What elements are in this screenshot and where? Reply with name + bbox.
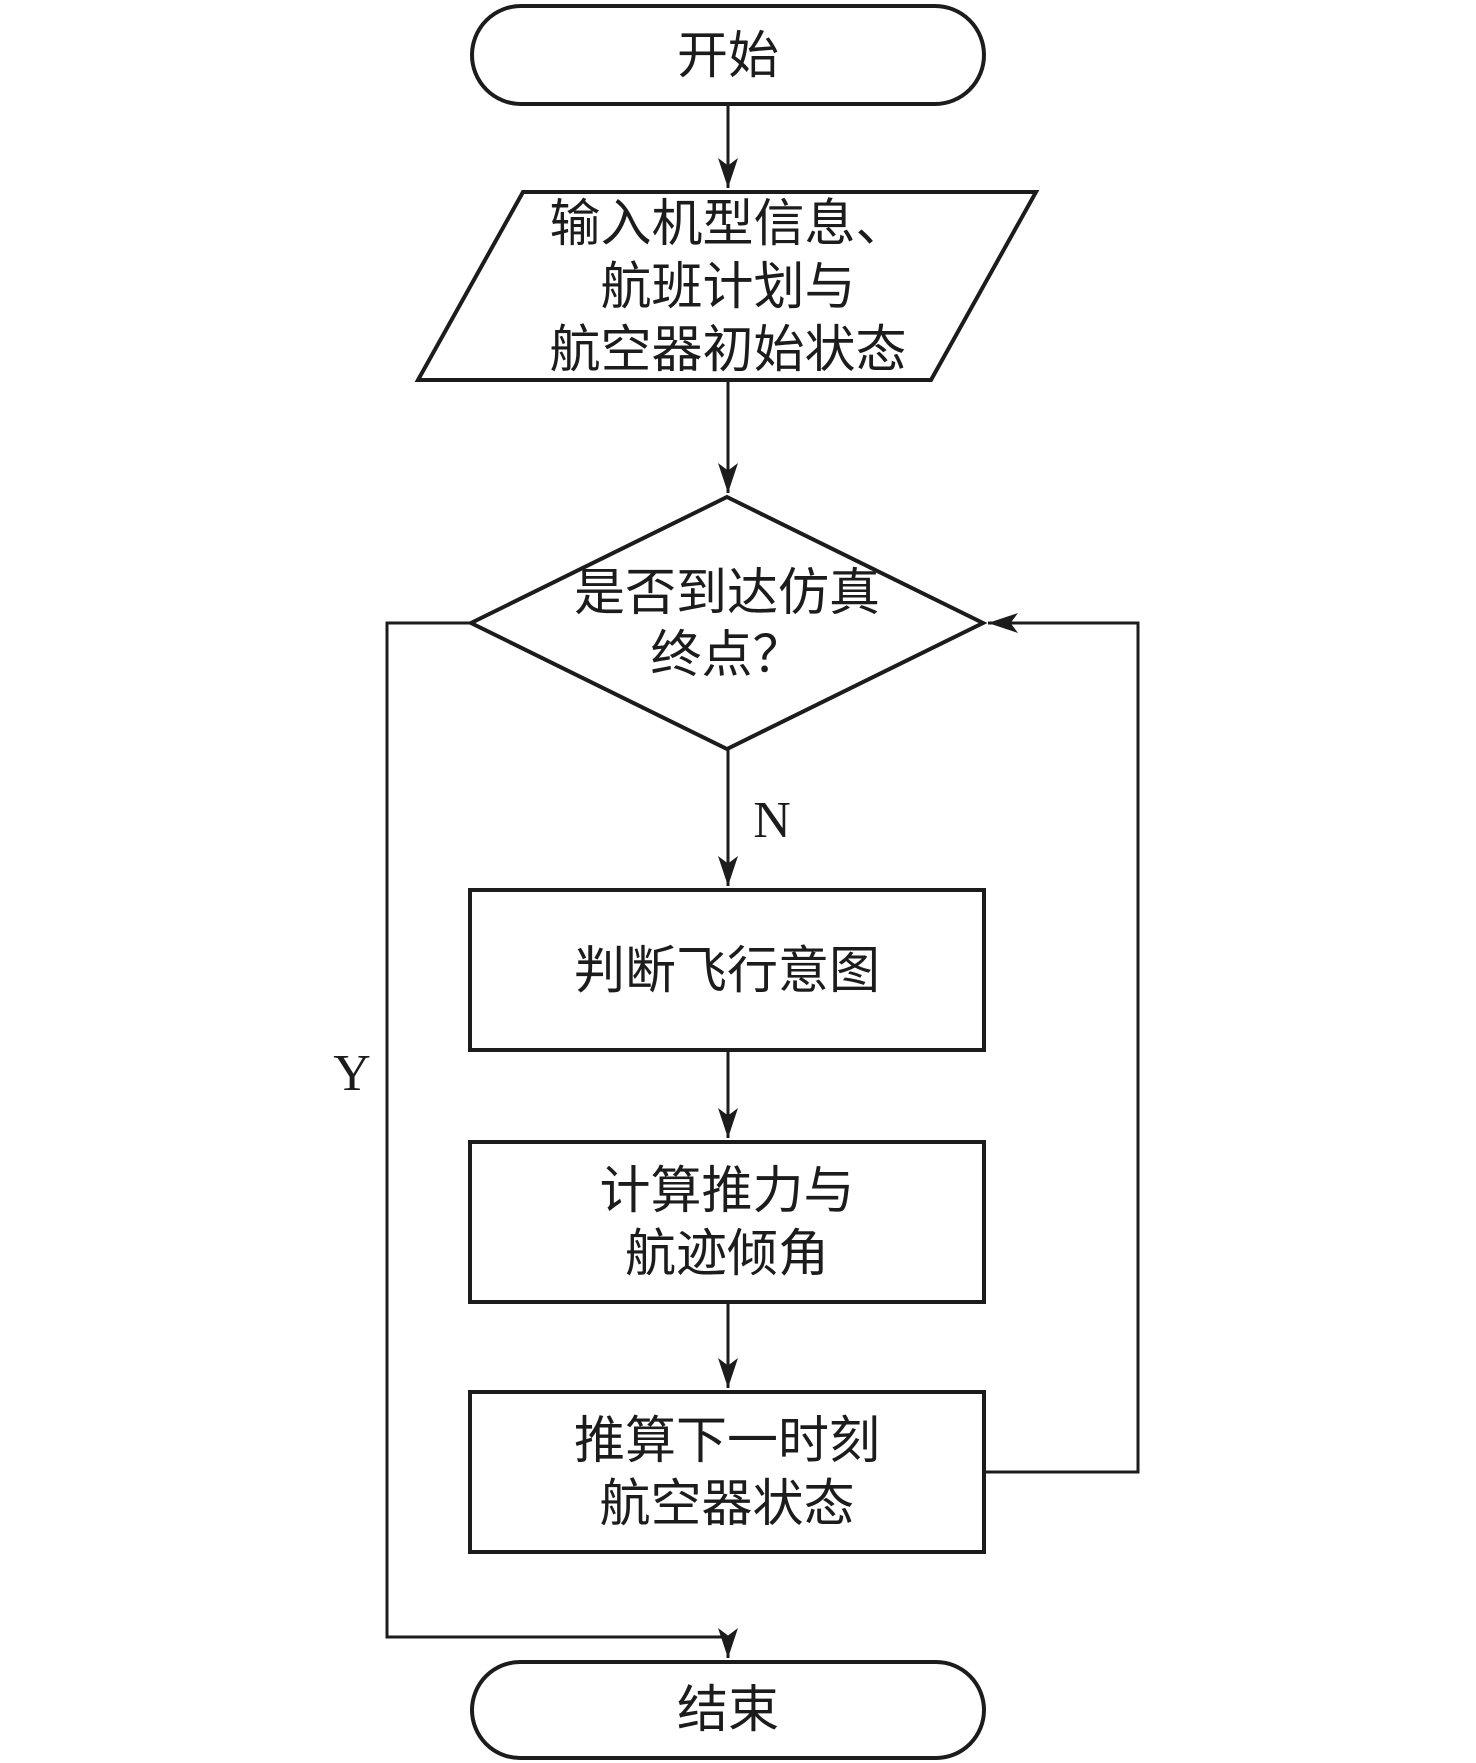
node-judge-intent: 判断飞行意图 — [468, 888, 986, 1052]
node-start-label: 开始 — [677, 29, 779, 85]
node-start: 开始 — [470, 4, 986, 106]
node-calc-thrust-line2: 航迹倾角 — [625, 1226, 829, 1283]
node-calc-thrust-line1: 计算推力与 — [599, 1164, 854, 1220]
node-calc-thrust: 计算推力与 航迹倾角 — [468, 1140, 986, 1304]
node-input-line3: 航空器初始状态 — [549, 322, 906, 379]
node-next-state-line1: 推算下一时刻 — [574, 1414, 880, 1470]
end-terminator-shape — [470, 1660, 986, 1760]
calc-thrust-rect-shape — [468, 1140, 986, 1304]
node-decision-line2: 终点？ — [650, 628, 803, 684]
edge-label-yes: Y — [333, 1045, 371, 1102]
judge-intent-rect-shape — [468, 888, 986, 1052]
node-judge-intent-label: 判断飞行意图 — [574, 944, 880, 1000]
next-state-rect-shape — [468, 1390, 986, 1554]
decision-diamond-shape — [466, 494, 988, 752]
edge-label-no: N — [753, 792, 791, 849]
node-decision: 是否到达仿真 终点？ — [466, 494, 988, 752]
node-input: 输入机型信息、 航班计划与 航空器初始状态 — [414, 190, 1040, 382]
node-next-state: 推算下一时刻 航空器状态 — [468, 1390, 986, 1554]
node-decision-line1: 是否到达仿真 — [574, 566, 880, 622]
input-parallelogram-shape — [414, 190, 1040, 382]
node-input-line1: 输入机型信息、 — [549, 196, 906, 253]
node-input-line2: 航班计划与 — [600, 259, 855, 316]
edge-decision-yes-to-end — [385, 621, 738, 1658]
node-end-label: 结束 — [677, 1683, 779, 1739]
node-end: 结束 — [470, 1660, 986, 1760]
edge-feedback-loop — [984, 613, 1140, 1474]
start-terminator-shape — [470, 4, 986, 106]
node-next-state-line2: 航空器状态 — [599, 1476, 854, 1533]
